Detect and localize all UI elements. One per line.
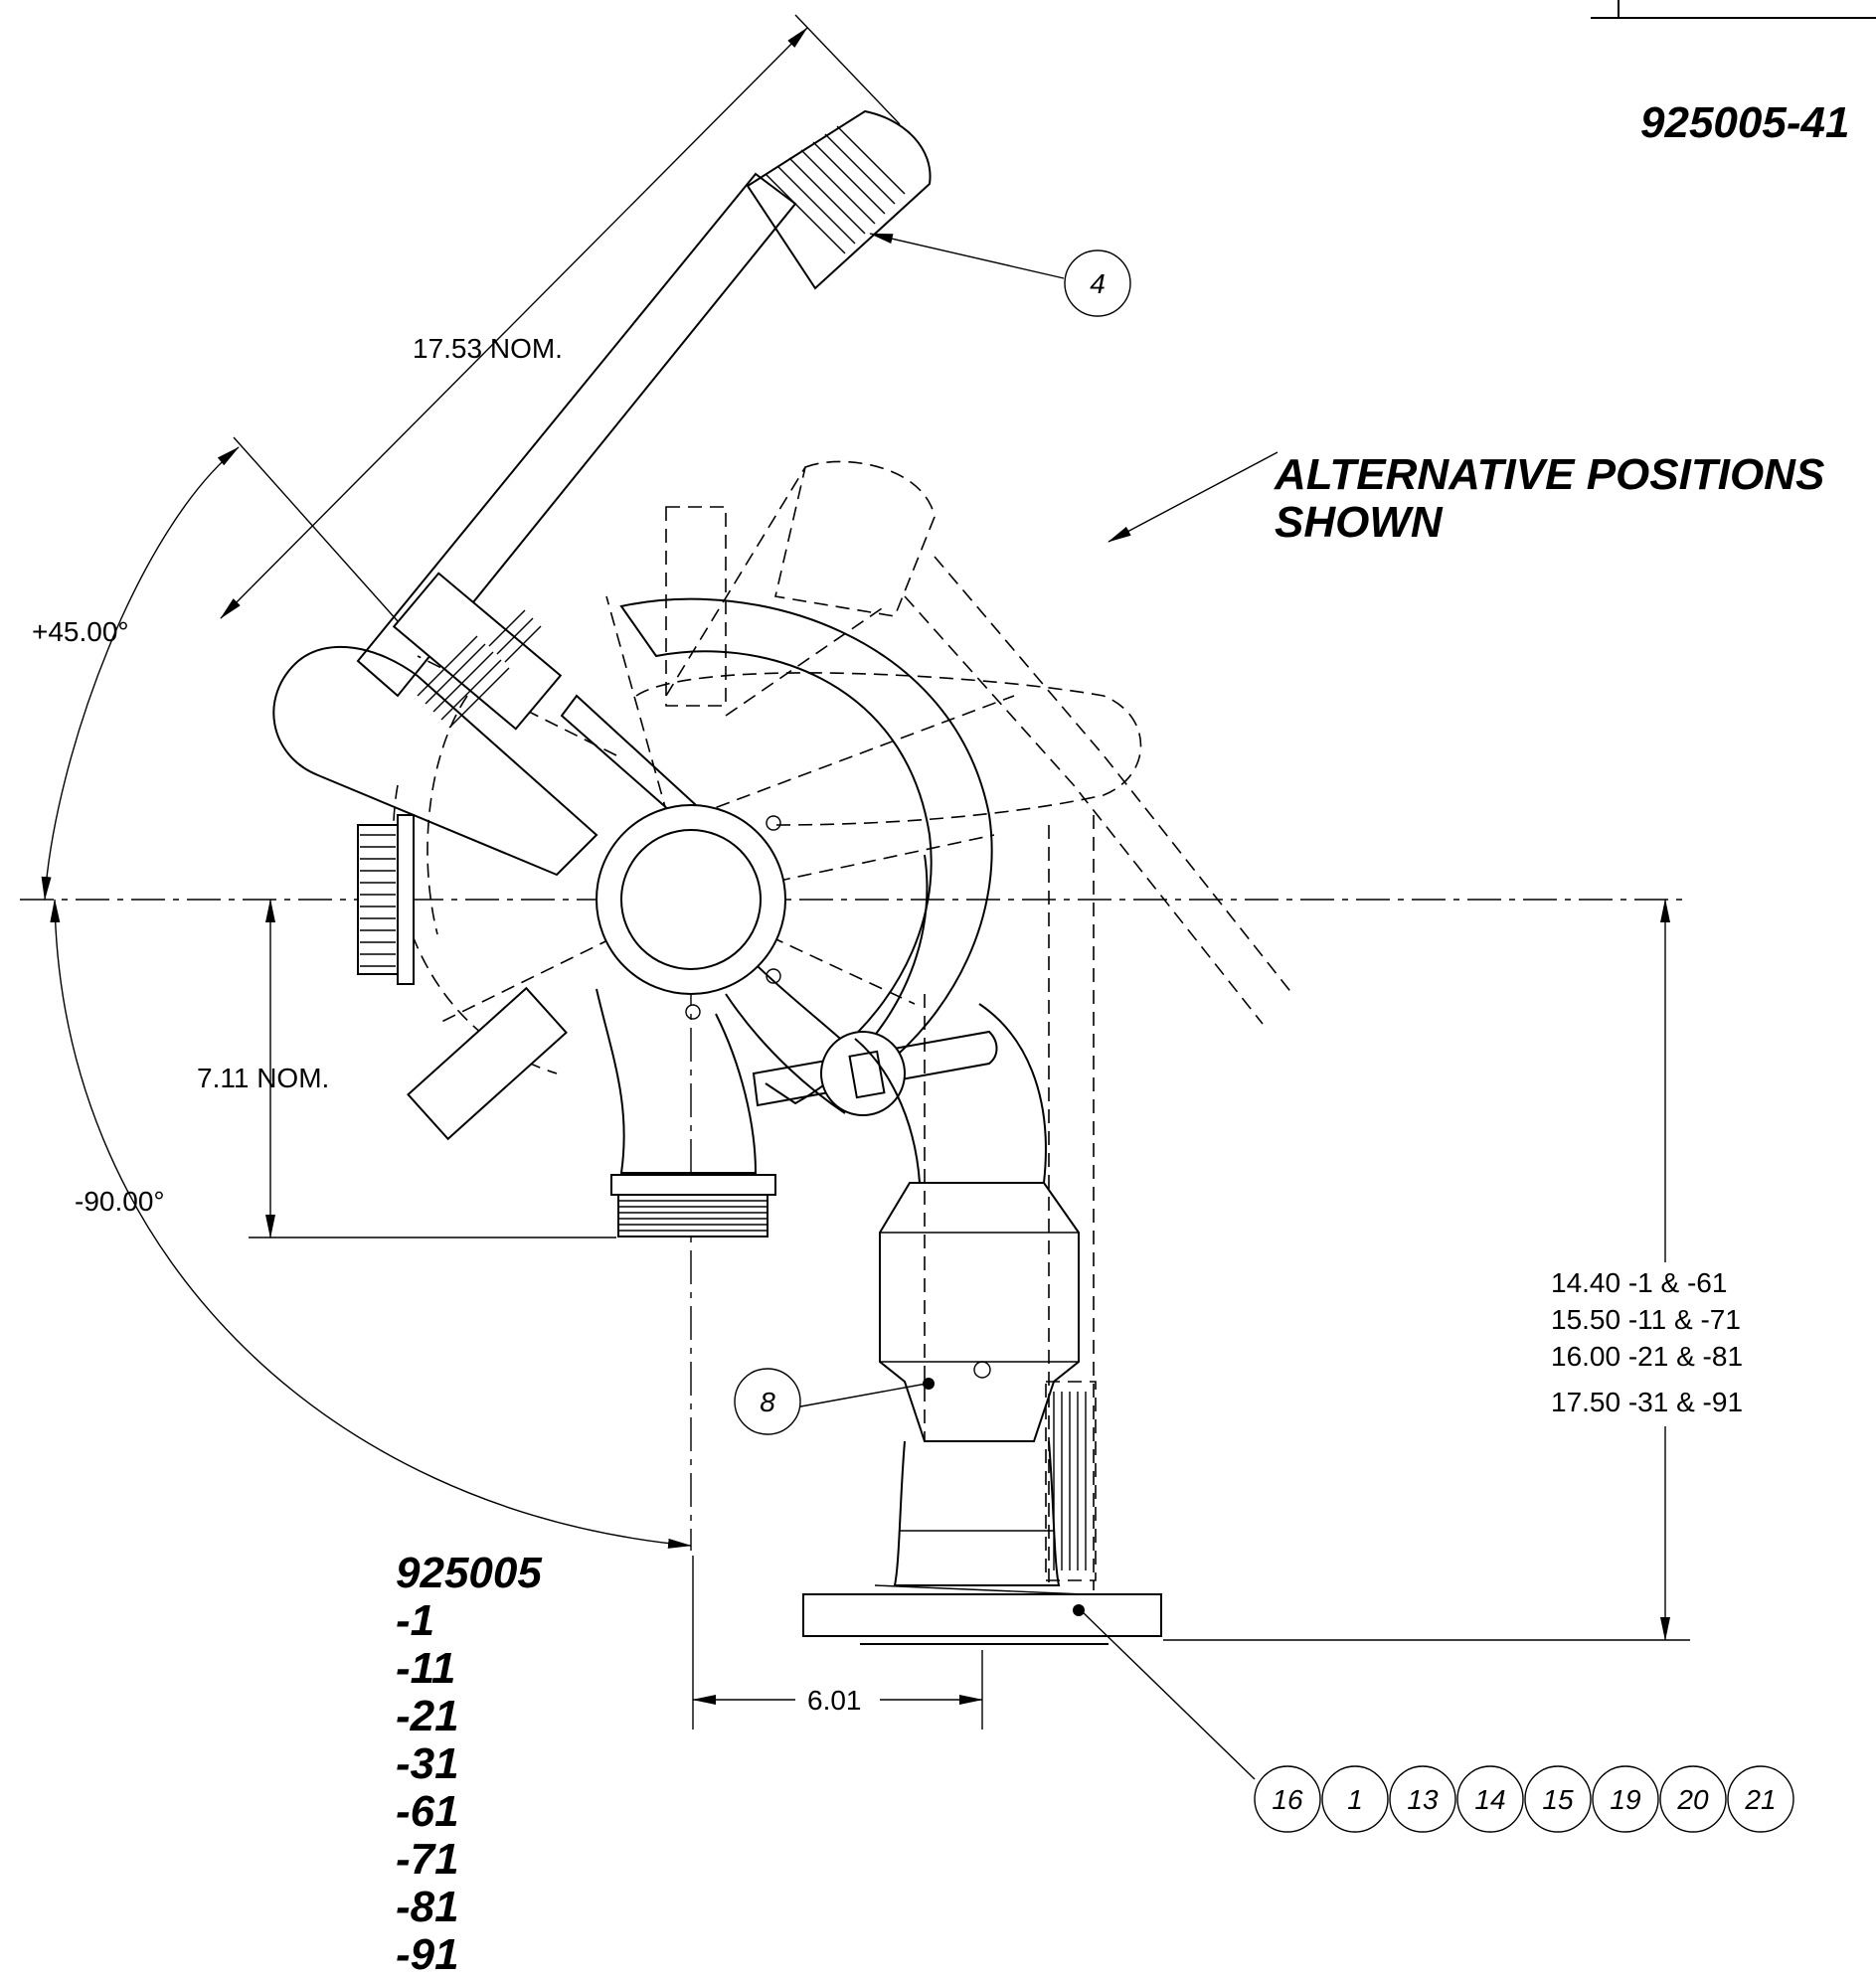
part-number: -71: [396, 1835, 459, 1884]
dim-outlet-height: 7.11 NOM.: [197, 1063, 329, 1093]
balloon-body-label: 8: [760, 1387, 775, 1417]
part-number: -11: [396, 1644, 455, 1693]
dim-angle-up: +45.00°: [32, 616, 129, 647]
part-number: -31: [396, 1739, 459, 1788]
part-number: -21: [396, 1692, 459, 1740]
balloon-body: 8: [734, 1368, 801, 1435]
dimension-lines: [41, 14, 1690, 1730]
drawing-number: 925005-41: [1640, 98, 1849, 147]
vertical-grip-hatch: [1053, 1392, 1087, 1570]
dimension-texts: 17.53 NOM. +45.00° -90.00° 7.11 NOM. 6.0…: [32, 333, 1743, 1716]
balloon-label: 19: [1610, 1784, 1640, 1815]
balloon-label: 21: [1744, 1784, 1776, 1815]
balloon-handle-label: 4: [1090, 268, 1106, 299]
dim-angle-down: -90.00°: [75, 1186, 165, 1217]
balloon-label: 14: [1474, 1784, 1505, 1815]
dim-height-1: 14.40 -1 & -61: [1551, 1267, 1727, 1298]
balloon-label: 1: [1347, 1784, 1363, 1815]
monitor-assembly: [272, 109, 1162, 1645]
part-number: -81: [396, 1883, 459, 1931]
dim-offset: 6.01: [807, 1685, 862, 1716]
part-number: -1: [396, 1596, 434, 1645]
balloon-label: 16: [1272, 1784, 1303, 1815]
note-line-1: ALTERNATIVE POSITIONS: [1274, 450, 1824, 499]
note-line-2: SHOWN: [1275, 498, 1444, 547]
upper-nozzle-hatch: [417, 609, 542, 729]
part-number-list: 925005 -1 -11 -21 -31 -61 -71 -81 -91: [396, 1549, 542, 1979]
part-number: -91: [396, 1930, 459, 1979]
handle-grip-hatch: [765, 125, 906, 254]
dim-height-2: 15.50 -11 & -71: [1551, 1304, 1741, 1335]
balloon-handle: 4: [1064, 249, 1131, 317]
dim-handle-length: 17.53 NOM.: [413, 333, 563, 364]
balloon-base-group: 16 1 13 14 15 19 20 21: [1254, 1765, 1794, 1833]
leaders: [794, 233, 1279, 1780]
part-number: -61: [396, 1787, 459, 1836]
balloon-label: 20: [1676, 1784, 1709, 1815]
part-number: 925005: [396, 1549, 542, 1597]
dim-height-3: 16.00 -21 & -81: [1551, 1341, 1743, 1372]
balloon-label: 13: [1407, 1784, 1439, 1815]
title-block-corner: [1591, 0, 1876, 19]
balloon-label: 15: [1542, 1784, 1574, 1815]
dim-height-4: 17.50 -31 & -91: [1551, 1387, 1743, 1417]
